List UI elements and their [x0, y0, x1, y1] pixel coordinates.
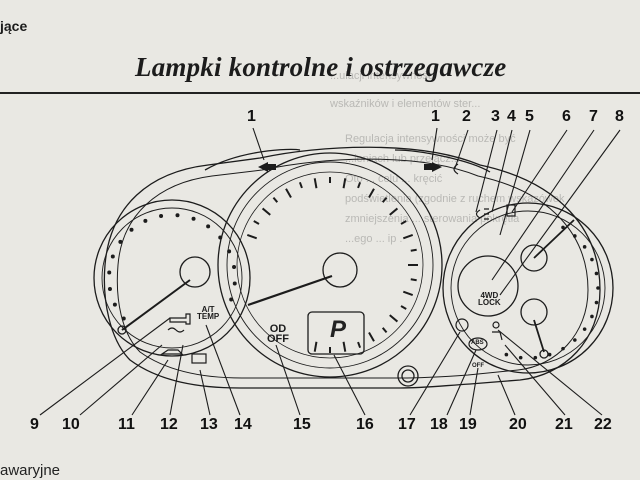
callout-16: 16 — [356, 416, 374, 434]
od-off-indicator: OD OFF — [267, 325, 289, 345]
4wd-lock-indicator: 4WD LOCK — [478, 292, 501, 306]
speedometer-tick — [390, 208, 398, 214]
abs-indicator: ABS — [471, 341, 484, 346]
callout-15: 15 — [293, 416, 311, 434]
callout-12: 12 — [160, 416, 178, 434]
speedometer-tick — [383, 198, 387, 203]
right-gauge-tick — [595, 301, 599, 305]
right-gauge-tick — [583, 327, 587, 331]
right-gauge-tick — [561, 347, 565, 351]
tachometer-tick — [175, 213, 179, 217]
right-gauge-tick — [595, 272, 599, 276]
tachometer-tick — [218, 236, 222, 240]
tachometer-tick — [111, 254, 115, 258]
tachometer-tick — [229, 298, 233, 302]
speedometer-tick — [273, 198, 277, 203]
callout-11: 11 — [118, 416, 135, 434]
callout-1-left: 1 — [247, 108, 256, 126]
right-gauge-tick — [590, 258, 594, 262]
tachometer-tick — [192, 217, 196, 221]
callout-5: 5 — [525, 108, 534, 126]
callout-4: 4 — [507, 108, 516, 126]
speedometer-tick — [315, 342, 317, 352]
callout-3: 3 — [491, 108, 500, 126]
callout-22: 22 — [594, 416, 612, 434]
speedometer-tick — [369, 189, 374, 198]
callout-6: 6 — [562, 108, 571, 126]
callout-2: 2 — [462, 108, 471, 126]
speedometer-tick — [403, 292, 412, 295]
right-gauge-tick — [561, 226, 565, 230]
speedometer-tick — [369, 333, 374, 342]
callout-13: 13 — [200, 416, 218, 434]
speedometer-tick — [411, 279, 417, 280]
esp-off-indicator: OFF — [472, 364, 484, 369]
right-gauge-tick — [596, 286, 600, 290]
tachometer-tick — [232, 265, 236, 269]
gear-position-display: P — [330, 316, 346, 344]
right-gauge-tick — [583, 245, 587, 249]
speedometer-tick — [403, 235, 412, 238]
right-gauge-tick — [548, 353, 552, 357]
speedometer-tick — [344, 178, 346, 188]
speedometer-tick — [315, 178, 317, 188]
right-gauge-tick — [519, 356, 523, 360]
right-gauge-tick — [573, 234, 577, 238]
tachometer-tick — [122, 316, 126, 320]
tachometer-tick — [113, 303, 117, 307]
tachometer-tick — [159, 214, 163, 218]
speedometer-tick — [254, 221, 259, 224]
callout-8: 8 — [615, 108, 624, 126]
at-temp-indicator: A/T TEMP — [197, 306, 219, 320]
speedometer-tick — [247, 235, 256, 238]
speedometer-tick — [390, 315, 398, 321]
speedometer-tick — [401, 306, 406, 309]
speedometer-tick — [286, 189, 291, 198]
right-gauge-tick — [573, 338, 577, 342]
callout-10: 10 — [62, 416, 80, 434]
callout-20: 20 — [509, 416, 527, 434]
callout-21: 21 — [555, 416, 573, 434]
callout-19: 19 — [459, 416, 477, 434]
callout-17: 17 — [398, 416, 416, 434]
right-gauge-tick — [505, 353, 509, 357]
tachometer-tick — [107, 271, 111, 275]
tachometer-tick — [206, 224, 210, 228]
speedometer-tick — [411, 250, 417, 251]
callout-14: 14 — [234, 416, 252, 434]
speedometer-tick — [358, 182, 360, 188]
speedometer-tick — [383, 328, 387, 333]
tachometer-tick — [108, 287, 112, 291]
tachometer-tick — [233, 281, 237, 285]
speedometer-tick — [300, 182, 302, 188]
speedometer-tick — [263, 208, 271, 214]
tachometer-tick — [130, 228, 134, 232]
speedometer-tick — [358, 342, 360, 348]
callout-1-right: 1 — [431, 108, 440, 126]
right-gauge-tick — [590, 315, 594, 319]
tachometer-tick — [118, 240, 122, 244]
tachometer-tick — [143, 219, 147, 223]
footer-fragment: awaryjne — [0, 462, 60, 479]
callout-9: 9 — [30, 416, 39, 434]
callout-18: 18 — [430, 416, 448, 434]
tachometer-tick — [227, 249, 231, 253]
speedometer-tick — [401, 221, 406, 224]
callout-7: 7 — [589, 108, 598, 126]
